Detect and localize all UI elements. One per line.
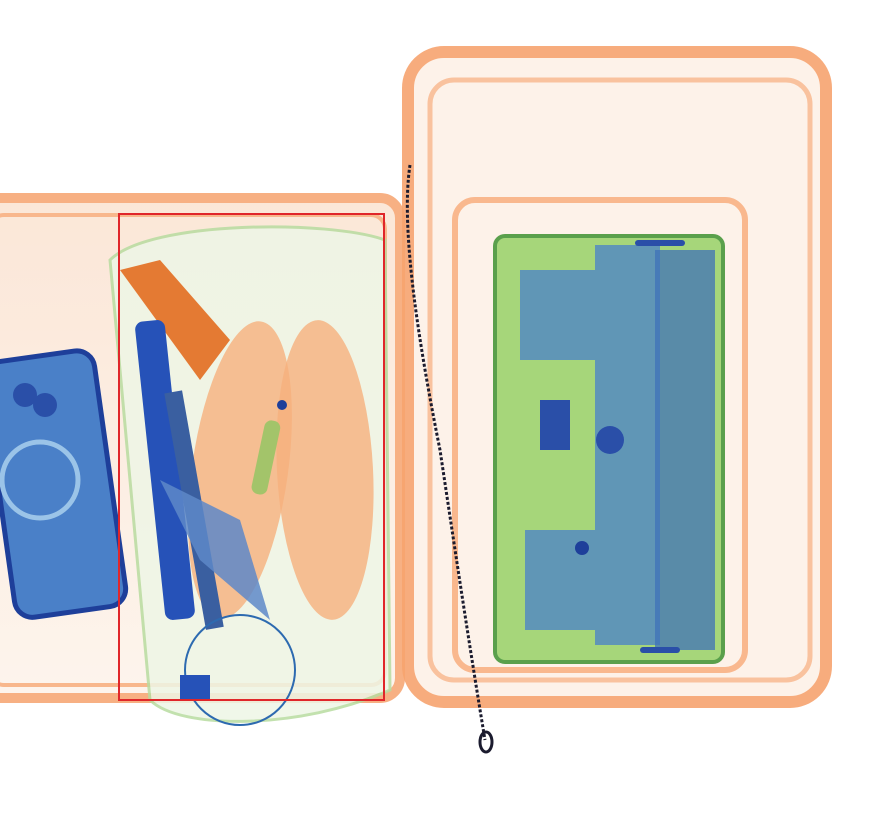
laptop-object <box>493 234 725 664</box>
phone-object <box>0 348 129 620</box>
cable-object <box>405 164 487 741</box>
bag-object <box>108 225 392 726</box>
detection-box <box>118 213 385 701</box>
